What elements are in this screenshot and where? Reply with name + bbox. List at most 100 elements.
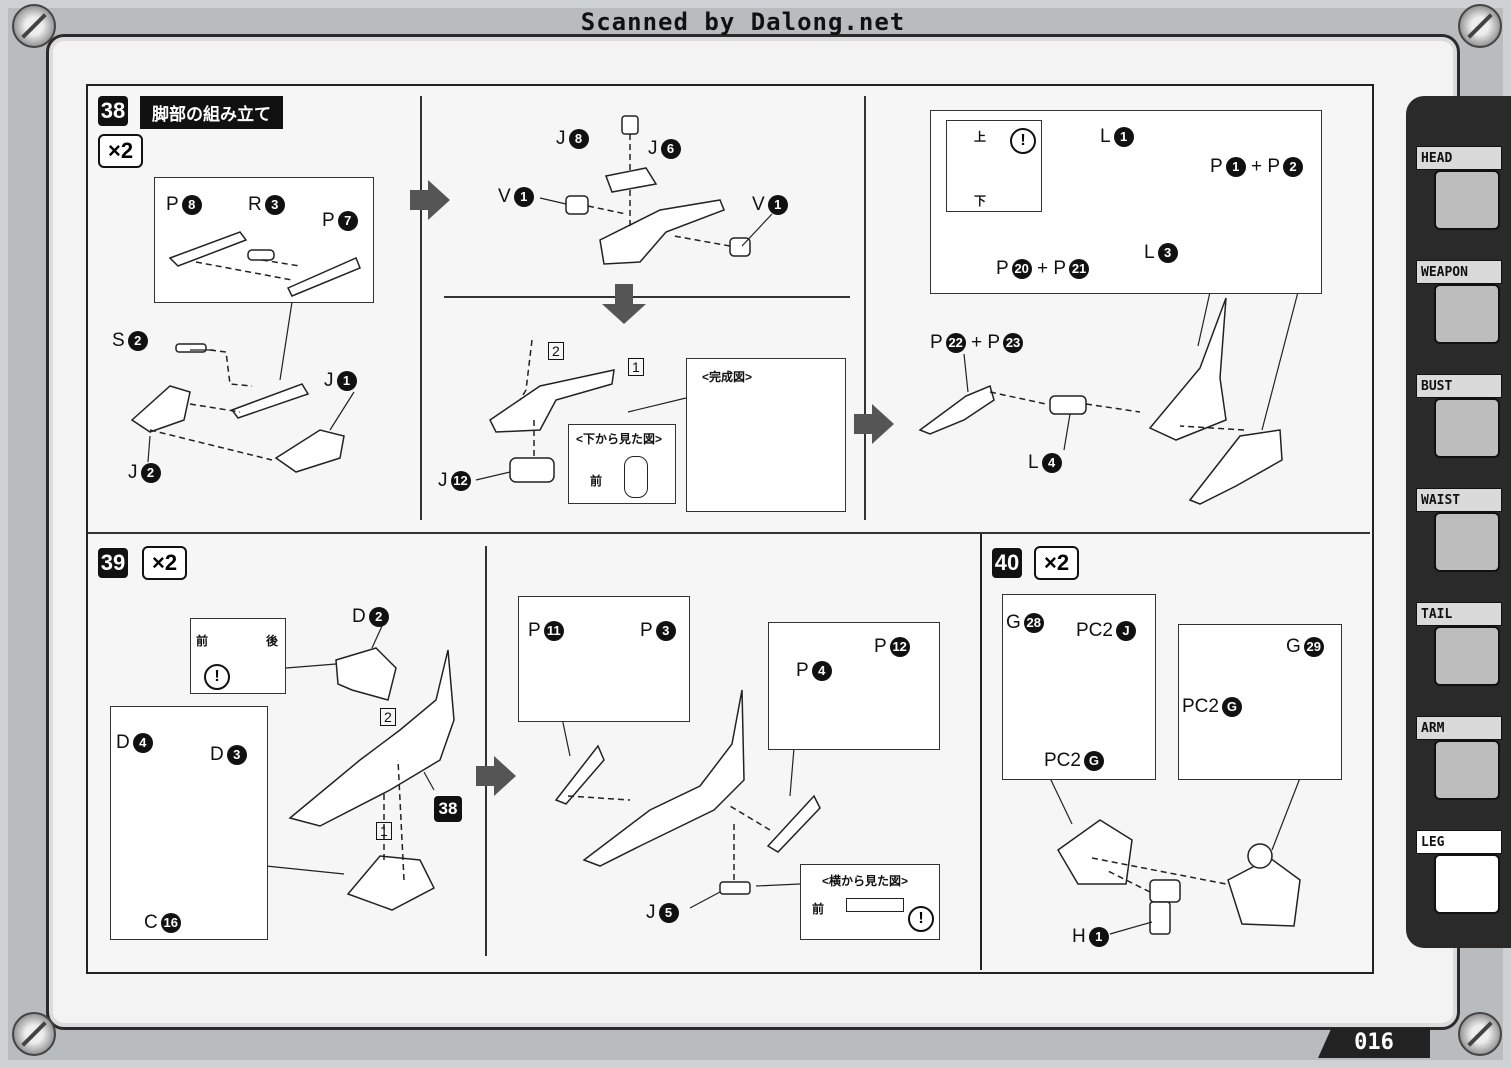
part-letter: PC2 [1182, 696, 1219, 717]
part-number-badge: 3 [1157, 242, 1178, 263]
step-reference-badge: 38 [434, 796, 462, 822]
detail-box [768, 622, 940, 750]
step-number: 38 [98, 96, 128, 126]
up-label: 上 [974, 130, 987, 144]
part-number-badge: 4 [811, 660, 832, 681]
part-number-badge: 11 [543, 620, 564, 641]
down-label: 下 [974, 194, 987, 208]
step-number: 39 [98, 548, 128, 578]
part-letter: PC2 [1076, 620, 1113, 641]
waist-thumbnail-icon [1434, 512, 1500, 572]
part-number-badge: 3 [655, 620, 676, 641]
head-thumbnail-icon [1434, 170, 1500, 230]
part-letter: H [1072, 926, 1086, 947]
caution-icon: ! [908, 906, 934, 932]
sidebar-item-weapon[interactable]: WEAPON [1416, 260, 1502, 284]
panel-divider [485, 546, 487, 956]
part-letter: D [352, 606, 366, 627]
part-letter: D [116, 732, 130, 753]
page-number: 016 [1318, 1028, 1430, 1058]
part-number-badge: 1 [1225, 156, 1246, 177]
part-number-badge: 2 [127, 330, 148, 351]
down-arrow-icon [602, 284, 646, 324]
orientation-box [190, 618, 286, 694]
part-letter: J [648, 138, 658, 159]
part-letter: P [1210, 156, 1223, 177]
detail-box [518, 596, 690, 722]
part-number-badge: 29 [1303, 636, 1324, 657]
order-number: 1 [376, 822, 392, 840]
part-number-badge: 1 [1113, 126, 1134, 147]
sidebar-item-arm[interactable]: ARM [1416, 716, 1502, 740]
part-letter: C [144, 912, 158, 933]
part-letter: G [1286, 636, 1301, 657]
part-number-badge: 2 [1283, 156, 1304, 177]
scan-credit: Scanned by Dalong.net [580, 8, 906, 36]
weapon-thumbnail-icon [1434, 284, 1500, 344]
side-view-label: <横から見た図> [822, 874, 909, 888]
part-number-badge: 3 [226, 744, 247, 765]
part-letter: D [210, 744, 224, 765]
order-mark: 2 [548, 340, 564, 362]
corner-screw-icon [1458, 1012, 1502, 1056]
quantity-badge: ×2 [98, 134, 144, 168]
back-label: 後 [266, 634, 279, 648]
part-letter: + [970, 332, 983, 353]
leg-thumbnail-icon [1434, 854, 1500, 914]
panel-divider [420, 96, 422, 520]
part-letter: V [752, 194, 765, 215]
order-number: 2 [548, 342, 564, 360]
part-number-badge: 4 [132, 732, 153, 753]
part-number-badge: 1 [1088, 926, 1109, 947]
part-letter: G [1006, 612, 1021, 633]
part-number-badge: 3 [264, 194, 285, 215]
front-label: 前 [812, 902, 825, 916]
part-number-badge: 7 [337, 210, 358, 231]
part-letter: P [166, 194, 179, 215]
sidebar-item-bust[interactable]: BUST [1416, 374, 1502, 398]
part-number-badge: 2 [368, 606, 389, 627]
step-number: 40 [992, 548, 1022, 578]
quantity-badge: ×2 [1034, 546, 1080, 580]
part-bottom-view [624, 456, 648, 498]
next-step-arrow-icon [854, 404, 894, 444]
sidebar-item-waist[interactable]: WAIST [1416, 488, 1502, 512]
sidebar-item-leg[interactable]: LEG [1416, 830, 1502, 854]
completed-view-label: <完成図> [702, 370, 753, 384]
caution-icon: ! [1010, 128, 1036, 154]
part-number-badge: 1 [767, 194, 788, 215]
part-letter: V [498, 186, 511, 207]
next-step-arrow-icon [476, 756, 516, 796]
part-letter: P [1267, 156, 1281, 177]
part-letter: P [796, 660, 809, 681]
sidebar-item-head[interactable]: HEAD [1416, 146, 1502, 170]
sidebar-item-tail[interactable]: TAIL [1416, 602, 1502, 626]
part-letter: P [987, 332, 1001, 353]
part-number-badge: 12 [450, 470, 471, 491]
part-letter: J [128, 462, 138, 483]
part-number-badge: 1 [336, 370, 357, 391]
corner-screw-icon [12, 1012, 56, 1056]
panel-divider [864, 96, 866, 520]
part-number-badge: G [1221, 696, 1242, 717]
part-number-badge: 22 [945, 332, 966, 353]
